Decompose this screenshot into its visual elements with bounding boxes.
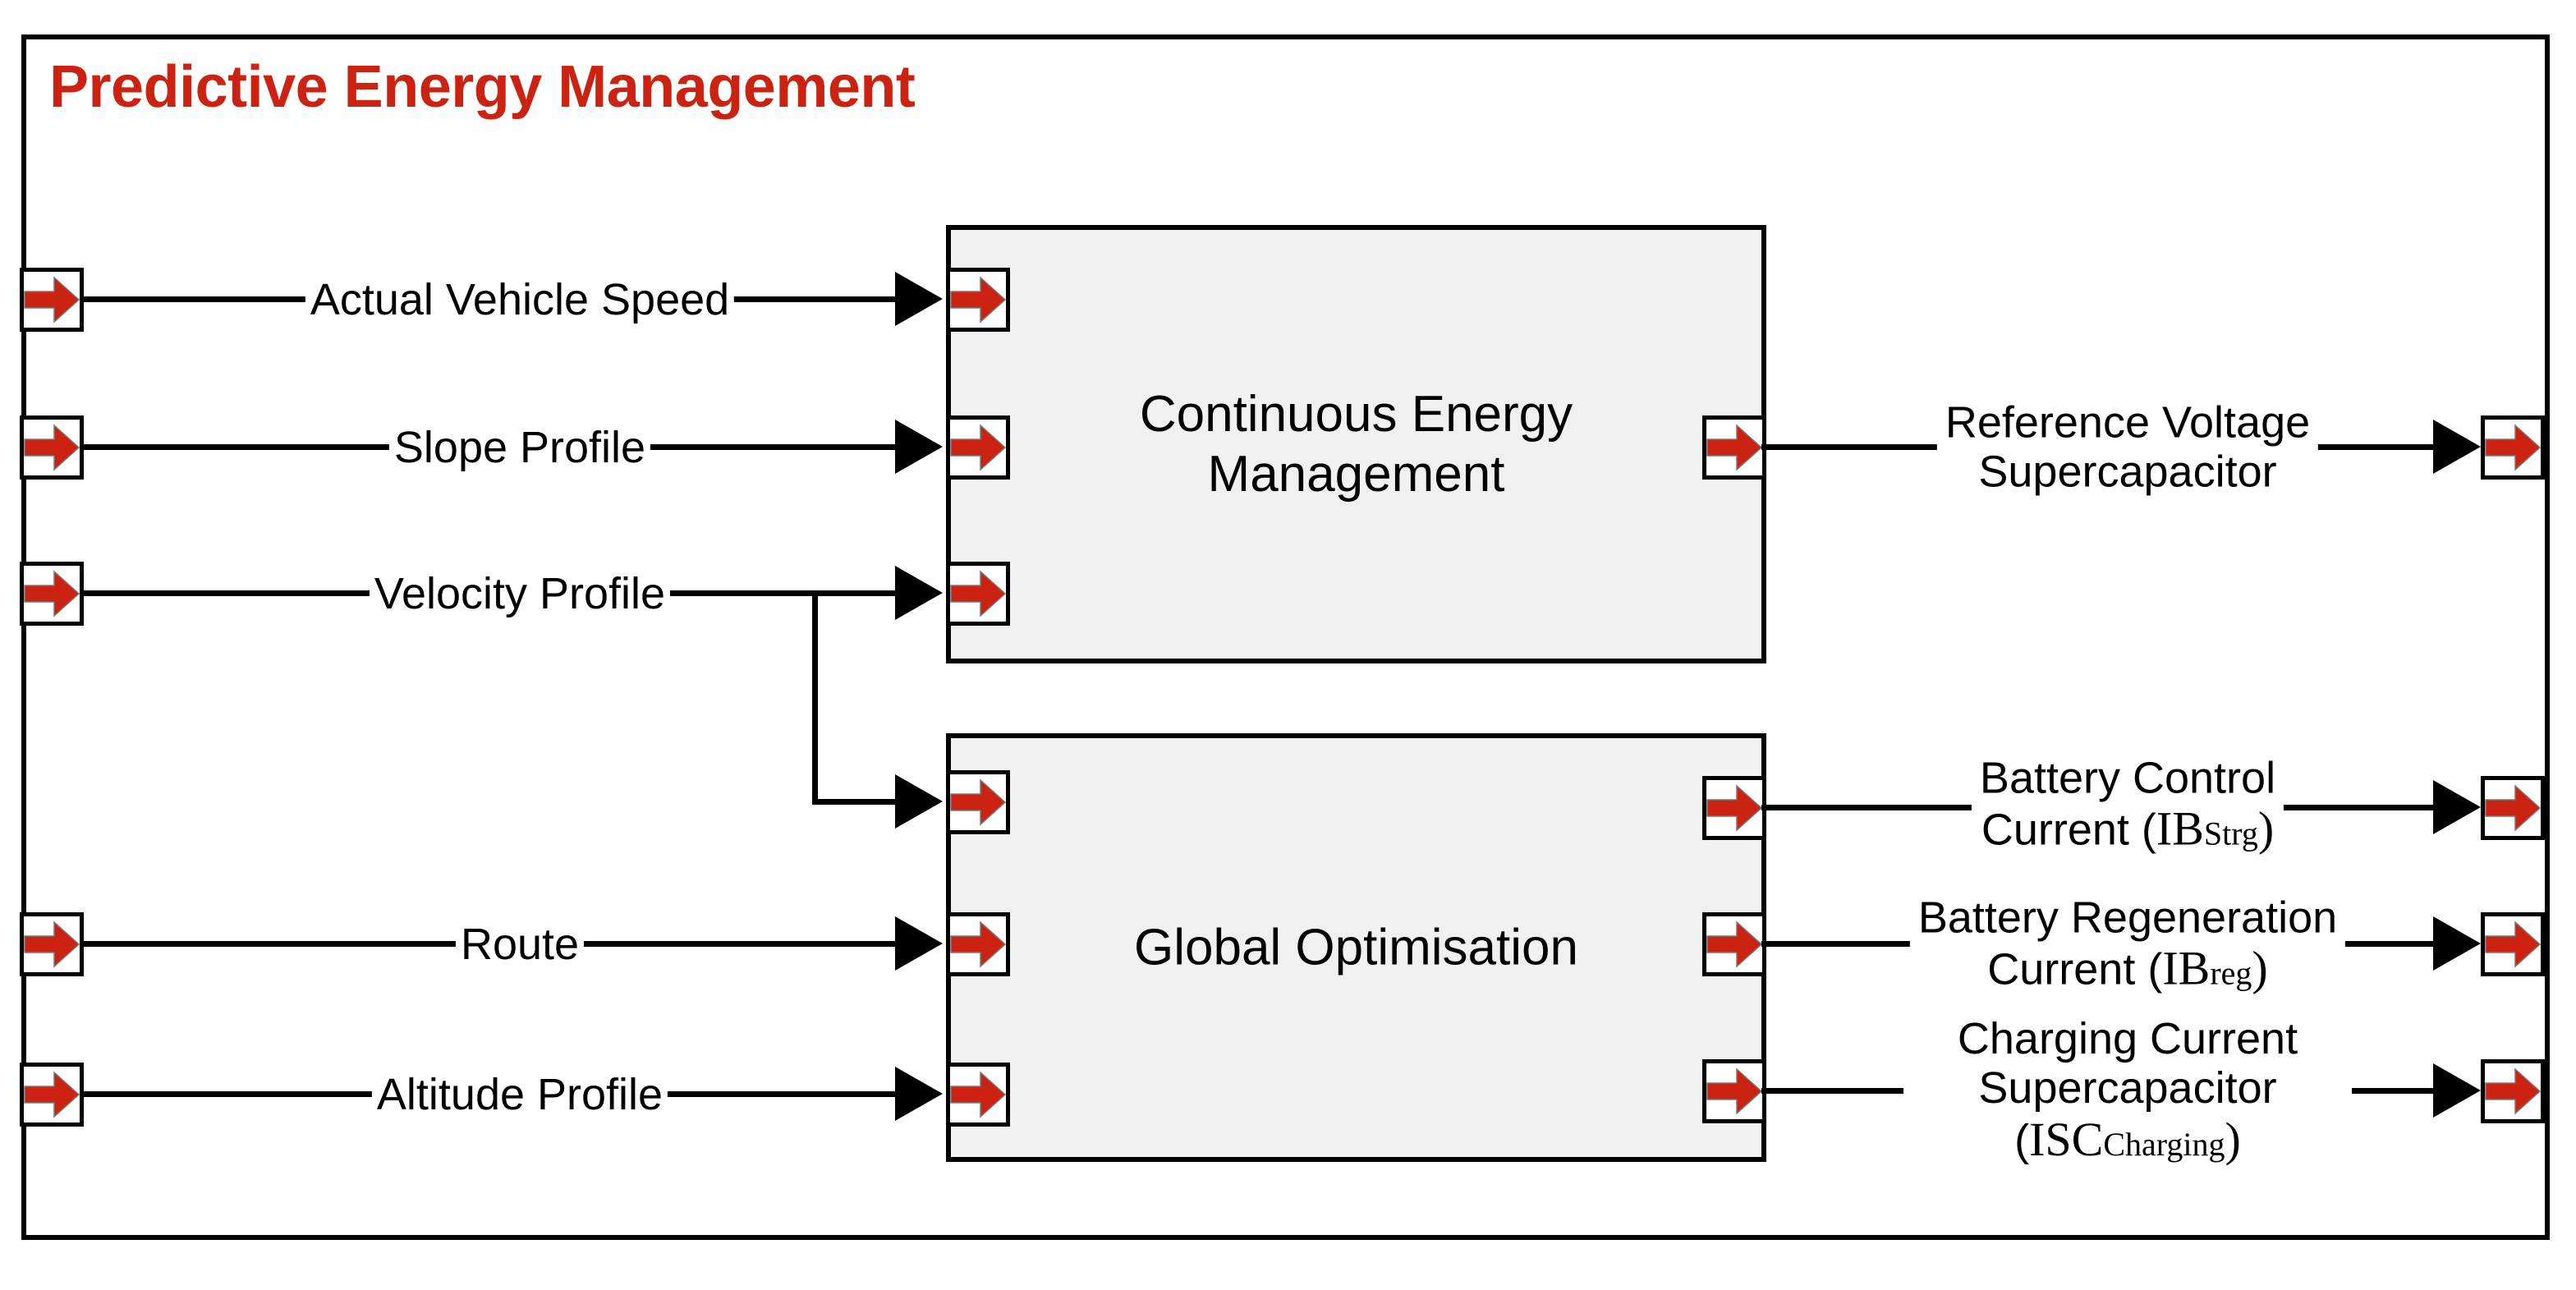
go-input-port-velocity-profile[interactable] — [946, 770, 1010, 834]
red-block-arrow-icon — [950, 570, 1007, 617]
red-block-arrow-icon — [24, 1071, 80, 1118]
signal-label-suffix: ) — [2225, 1112, 2241, 1166]
arrowhead-velocity-profile — [895, 566, 943, 620]
red-block-arrow-icon — [2485, 1067, 2542, 1115]
red-block-arrow-icon — [24, 570, 80, 617]
block-label-global-optimisation: Global Optimisation — [1133, 919, 1579, 976]
red-block-arrow-icon — [1706, 784, 1763, 832]
cem-output-port-reference-voltage[interactable] — [1702, 415, 1766, 480]
go-input-port-route[interactable] — [946, 912, 1010, 976]
red-block-arrow-icon — [950, 424, 1007, 471]
arrowhead-charging-current-supercapacitor — [2433, 1063, 2481, 1118]
arrowhead-battery-control-current — [2433, 780, 2481, 834]
red-block-arrow-icon — [24, 424, 80, 471]
input-port-actual-vehicle-speed[interactable] — [20, 268, 84, 332]
arrowhead-battery-regeneration-current — [2433, 916, 2481, 971]
cem-input-port-slope-profile[interactable] — [946, 415, 1010, 480]
output-port-charging-current-supercapacitor[interactable] — [2481, 1059, 2545, 1123]
signal-label-prefix: Current ( — [1987, 944, 2163, 994]
red-block-arrow-icon — [1706, 424, 1763, 471]
signal-label-suffix: ) — [2257, 801, 2275, 856]
signal-label-line1: Battery Control — [1979, 753, 2276, 803]
block-global-optimisation[interactable]: Global Optimisation — [946, 733, 1766, 1162]
arrowhead-actual-vehicle-speed — [895, 272, 943, 326]
input-port-velocity-profile[interactable] — [20, 562, 84, 626]
arrowhead-route — [895, 916, 943, 971]
block-continuous-energy-management[interactable]: Continuous Energy Management — [946, 225, 1766, 663]
red-block-arrow-icon — [950, 276, 1007, 324]
arrowhead-velocity-profile-branch — [895, 774, 943, 829]
red-block-arrow-icon — [1706, 920, 1763, 968]
red-block-arrow-icon — [24, 920, 80, 968]
signal-symbol: ISC — [2029, 1112, 2104, 1166]
page-title: Predictive Energy Management — [49, 54, 916, 120]
signal-label-line1: Battery Regeneration — [1917, 893, 2338, 943]
arrowhead-reference-voltage-supercapacitor — [2433, 420, 2481, 474]
signal-label-actual-vehicle-speed: Actual Vehicle Speed — [305, 278, 735, 322]
signal-label-slope-profile: Slope Profile — [388, 425, 651, 470]
signal-label-velocity-profile: Velocity Profile — [369, 572, 671, 616]
go-input-port-altitude-profile[interactable] — [946, 1063, 1010, 1127]
signal-label-route: Route — [455, 922, 585, 966]
input-port-slope-profile[interactable] — [20, 415, 84, 480]
signal-label-line2: Supercapacitor — [1978, 448, 2277, 497]
go-output-port-battery-control-current[interactable] — [1702, 776, 1766, 840]
signal-symbol-subscript: Charging — [2103, 1125, 2225, 1163]
red-block-arrow-icon — [2485, 784, 2542, 832]
signal-label-suffix: ) — [2252, 941, 2268, 995]
signal-label-prefix: Supercapacitor ( — [1978, 1063, 2277, 1165]
cem-input-port-velocity-profile[interactable] — [946, 562, 1010, 626]
red-block-arrow-icon — [24, 276, 80, 324]
signal-label-prefix: Current ( — [1981, 805, 2156, 855]
wire-velocity-profile-branch-horizontal — [812, 799, 895, 805]
go-output-port-charging-current-supercapacitor[interactable] — [1702, 1059, 1766, 1123]
signal-label-altitude-profile: Altitude Profile — [371, 1072, 668, 1117]
signal-symbol-subscript: reg — [2210, 954, 2252, 992]
input-port-route[interactable] — [20, 912, 84, 976]
output-port-reference-voltage-supercapacitor[interactable] — [2481, 415, 2545, 480]
block-label-continuous-energy-management: Continuous Energy Management — [1139, 385, 1573, 503]
red-block-arrow-icon — [2485, 920, 2542, 968]
red-block-arrow-icon — [1706, 1067, 1763, 1115]
go-output-port-battery-regeneration-current[interactable] — [1702, 912, 1766, 976]
signal-label-line2: Current (IBreg) — [1987, 941, 2268, 995]
input-port-altitude-profile[interactable] — [20, 1063, 84, 1127]
arrowhead-slope-profile — [895, 420, 943, 474]
signal-symbol: IB — [2162, 941, 2211, 995]
signal-label-line2: Supercapacitor (ISCCharging) — [1978, 1063, 2277, 1166]
output-port-battery-control-current[interactable] — [2481, 776, 2545, 840]
arrowhead-altitude-profile — [895, 1067, 943, 1121]
red-block-arrow-icon — [2485, 424, 2542, 471]
cem-input-port-actual-vehicle-speed[interactable] — [946, 268, 1010, 332]
signal-label-line1: Charging Current — [1957, 1014, 2298, 1064]
signal-label-line2: Current (IBStrg) — [1981, 802, 2274, 856]
signal-symbol-subscript: Strg — [2203, 815, 2258, 852]
signal-symbol: IB — [2156, 801, 2204, 856]
signal-label-line1: Reference Voltage — [1945, 397, 2311, 448]
red-block-arrow-icon — [950, 920, 1007, 968]
output-port-battery-regeneration-current[interactable] — [2481, 912, 2545, 976]
red-block-arrow-icon — [950, 1071, 1007, 1118]
red-block-arrow-icon — [950, 778, 1007, 826]
wire-velocity-profile-branch-vertical — [812, 590, 818, 805]
